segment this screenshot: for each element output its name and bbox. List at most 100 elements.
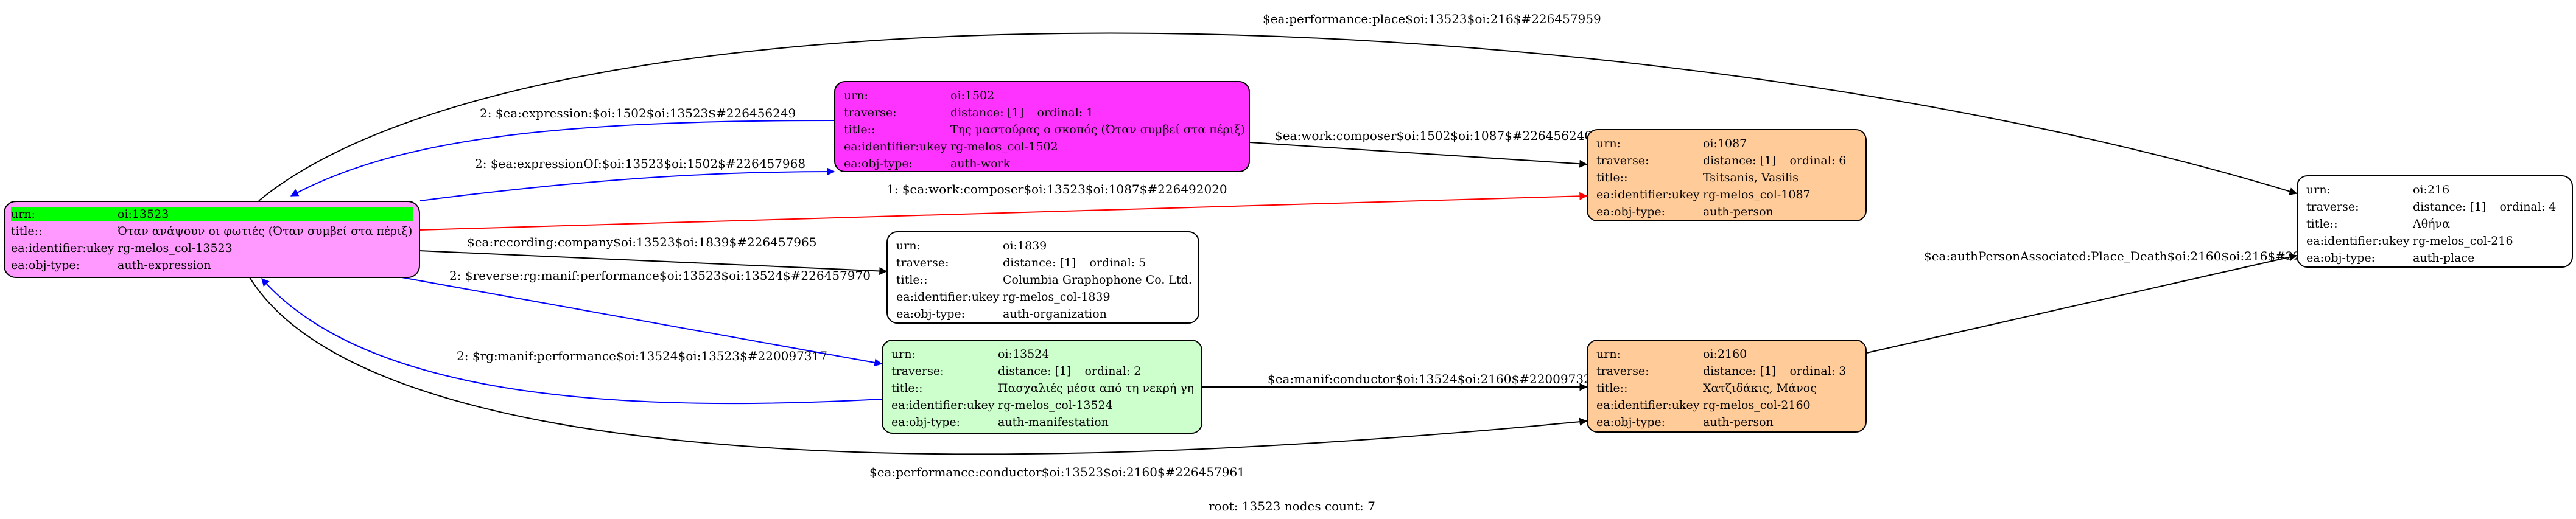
traverse-key: traverse: [1596, 154, 1649, 167]
urn-value: oi:1087 [1703, 137, 1747, 150]
urn-key: urn: [11, 207, 118, 221]
urn-key: urn: [2306, 183, 2331, 197]
title-value: Αθήνα [2413, 217, 2450, 231]
ukey-value: rg-melos_col-13523 [118, 242, 233, 255]
edge-rg-manif [261, 278, 882, 405]
edge-label-performance-conductor: $ea:performance:conductor$oi:13523$oi:21… [869, 465, 1245, 479]
distance-value: distance: [1] [1703, 364, 1777, 378]
title-key: title:: [1596, 171, 1628, 184]
title-value: Της μαστούρας ο σκοπός (Όταν συμβεί στα … [950, 123, 1246, 136]
edge-label-manif-conductor: $ea:manif:conductor$oi:13524$oi:2160$#22… [1268, 372, 1599, 386]
edge-label-auth-place-death: $ea:authPersonAssociated:Place_Death$oi:… [1924, 249, 2355, 263]
urn-value: oi:2160 [1703, 347, 1747, 361]
ukey-key: ea:identifier:ukey [1596, 399, 1700, 412]
obj-type-value: auth-place [2413, 251, 2475, 265]
title-key: title:: [844, 123, 876, 136]
ordinal-value: ordinal: 1 [1037, 106, 1094, 119]
ordinal-value: ordinal: 2 [1084, 364, 1142, 378]
title-key: title:: [11, 225, 43, 238]
urn-value: oi:216 [2413, 183, 2450, 197]
obj-type-key: ea:obj-type: [2306, 251, 2376, 265]
ukey-value: rg-melos_col-1087 [1703, 188, 1811, 201]
node-oi-1502[interactable]: urn: oi:1502 traverse: distance: [1] ordina… [834, 81, 1250, 172]
edge-performance-place [258, 32, 2298, 201]
distance-value: distance: [1] [1003, 256, 1076, 270]
obj-type-value: auth-expression [118, 259, 211, 272]
edge-work-composer [1249, 142, 1588, 168]
title-value: Πασχαλιές μέσα από τη νεκρή γη [998, 381, 1195, 395]
traverse-key: traverse: [896, 256, 949, 270]
edge-recording-company [418, 250, 888, 275]
obj-type-value: auth-person [1703, 416, 1774, 429]
traverse-key: traverse: [844, 106, 897, 119]
edge-expressionOf [419, 167, 835, 201]
ukey-value: rg-melos_col-1502 [950, 140, 1058, 153]
title-key: title:: [1596, 381, 1628, 395]
edge-label-recording-company: $ea:recording:company$oi:13523$oi:1839$#… [467, 235, 816, 249]
edge-expression [290, 120, 836, 197]
ordinal-value: ordinal: 4 [2499, 200, 2557, 214]
title-value: Tsitsanis, Vasilis [1703, 171, 1799, 184]
edge-label-work-composer: $ea:work:composer$oi:1502$oi:1087$#22645… [1275, 128, 1592, 143]
obj-type-key: ea:obj-type: [1596, 205, 1666, 218]
edge-auth-place-death [1866, 253, 2298, 354]
title-key: title:: [2306, 217, 2338, 231]
obj-type-value: auth-organization [1003, 307, 1107, 321]
edge-label-expressionOf: 2: $ea:expressionOf:$oi:13523$oi:1502$#2… [475, 156, 805, 171]
ukey-key: ea:identifier:ukey [844, 140, 947, 153]
ukey-key: ea:identifier:ukey [2306, 234, 2410, 248]
urn-key: urn: [844, 89, 868, 102]
edge-label-rg-manif: 2: $rg:manif:performance$oi:13524$oi:135… [457, 349, 827, 363]
urn-key: urn: [896, 239, 921, 253]
urn-key: urn: [891, 347, 916, 361]
node-oi-1087[interactable]: urn: oi:1087 traverse: distance: [1] ordina… [1587, 129, 1867, 221]
urn-value: oi:1502 [950, 89, 995, 102]
obj-type-value: auth-person [1703, 205, 1774, 218]
ukey-key: ea:identifier:ukey [11, 242, 114, 255]
obj-type-value: auth-work [950, 157, 1011, 170]
ordinal-value: ordinal: 3 [1789, 364, 1847, 378]
distance-value: distance: [1] [998, 364, 1072, 378]
obj-type-value: auth-manifestation [998, 416, 1109, 429]
obj-type-key: ea:obj-type: [1596, 416, 1666, 429]
edge-performance-conductor [249, 277, 1588, 455]
node-oi-216[interactable]: urn:oi:216 traverse:distance: [1]ordinal… [2297, 175, 2573, 268]
obj-type-key: ea:obj-type: [891, 416, 961, 429]
title-value: Columbia Graphophone Co. Ltd. [1003, 273, 1192, 287]
node-oi-13524[interactable]: urn: oi:13524 traverse: distance: [1] ordin… [882, 340, 1202, 434]
traverse-key: traverse: [1596, 364, 1649, 378]
title-key: title:: [896, 273, 928, 287]
ukey-value: rg-melos_col-216 [2413, 234, 2513, 248]
edge-label-work-composer-1: 1: $ea:work:composer$oi:13523$oi:1087$#2… [886, 182, 1227, 197]
urn-key: urn: [1596, 137, 1621, 150]
graph-footer: root: 13523 nodes count: 7 [1209, 499, 1375, 514]
title-value: Χατζιδάκις, Μάνος [1703, 381, 1817, 395]
edge-reverse-manif [401, 277, 883, 367]
distance-value: distance: [1] [950, 106, 1024, 119]
ordinal-value: ordinal: 5 [1089, 256, 1146, 270]
ukey-key: ea:identifier:ukey [1596, 188, 1700, 201]
edge-work-composer-1 [418, 192, 1588, 231]
obj-type-key: ea:obj-type: [11, 259, 80, 272]
urn-value: oi:13523 [118, 207, 413, 221]
urn-value: oi:13524 [998, 347, 1050, 361]
node-oi-1839[interactable]: urn: oi:1839 traverse: distance: [1] ordina… [886, 231, 1199, 324]
ukey-key: ea:identifier:ukey [896, 290, 1000, 304]
ukey-key: ea:identifier:ukey [891, 399, 995, 412]
distance-value: distance: [1] [1703, 154, 1777, 167]
urn-value: oi:1839 [1003, 239, 1047, 253]
obj-type-key: ea:obj-type: [844, 157, 913, 170]
ukey-value: rg-melos_col-1839 [1003, 290, 1111, 304]
title-value: Όταν ανάψουν οι φωτιές (Όταν συμβεί στα … [118, 225, 413, 238]
ukey-value: rg-melos_col-2160 [1703, 399, 1811, 412]
obj-type-key: ea:obj-type: [896, 307, 966, 321]
edge-label-reverse-manif: 2: $reverse:rg:manif:performance$oi:1352… [449, 268, 871, 283]
node-oi-2160[interactable]: urn:oi:2160 traverse:distance: [1]ordina… [1587, 340, 1867, 433]
ordinal-value: ordinal: 6 [1789, 154, 1847, 167]
ukey-value: rg-melos_col-13524 [998, 399, 1113, 412]
edge-label-expression: 2: $ea:expression:$oi:1502$oi:13523$#226… [480, 106, 796, 120]
node-oi-13523[interactable]: urn:oi:13523 title::Όταν ανάψουν οι φωτι… [4, 201, 420, 278]
traverse-key: traverse: [891, 364, 944, 378]
title-key: title:: [891, 381, 923, 395]
